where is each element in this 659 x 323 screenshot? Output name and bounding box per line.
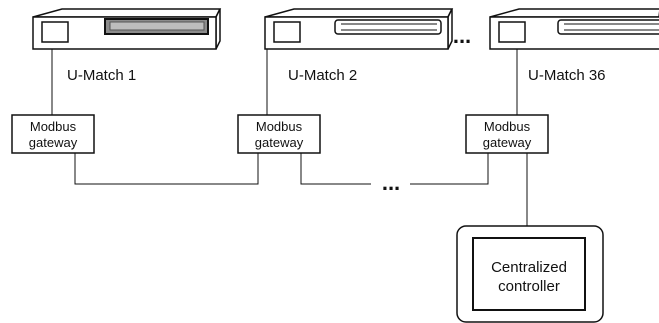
bus-link-2-segment	[300, 153, 371, 185]
gateway-2-line1: Modbus	[256, 119, 303, 134]
modbus-gateway-2: Modbus gateway	[237, 114, 321, 154]
centralized-controller: Centralized controller	[456, 225, 604, 323]
modbus-gateway-1: Modbus gateway	[11, 114, 95, 154]
controller-line1: Centralized	[491, 259, 567, 276]
indoor-unit-36	[489, 8, 659, 50]
bus-link-36-segment	[410, 153, 489, 185]
indoor-unit-1	[32, 8, 222, 50]
unit-label-36: U-Match 36	[528, 67, 606, 84]
bus-link-1-2	[74, 153, 259, 185]
gateway-36-line2: gateway	[483, 135, 532, 150]
units-ellipsis: ...	[453, 23, 471, 48]
gateway-1-line1: Modbus	[30, 119, 77, 134]
unit-label-2: U-Match 2	[288, 67, 357, 84]
controller-line2: controller	[498, 278, 560, 295]
gateway-2-line2: gateway	[255, 135, 304, 150]
gateway-36-line1: Modbus	[484, 119, 531, 134]
modbus-gateway-36: Modbus gateway	[465, 114, 549, 154]
indoor-unit-2	[264, 8, 454, 50]
unit-label-1: U-Match 1	[67, 67, 136, 84]
bus-ellipsis: ...	[382, 170, 400, 195]
gateway-1-line2: gateway	[29, 135, 78, 150]
